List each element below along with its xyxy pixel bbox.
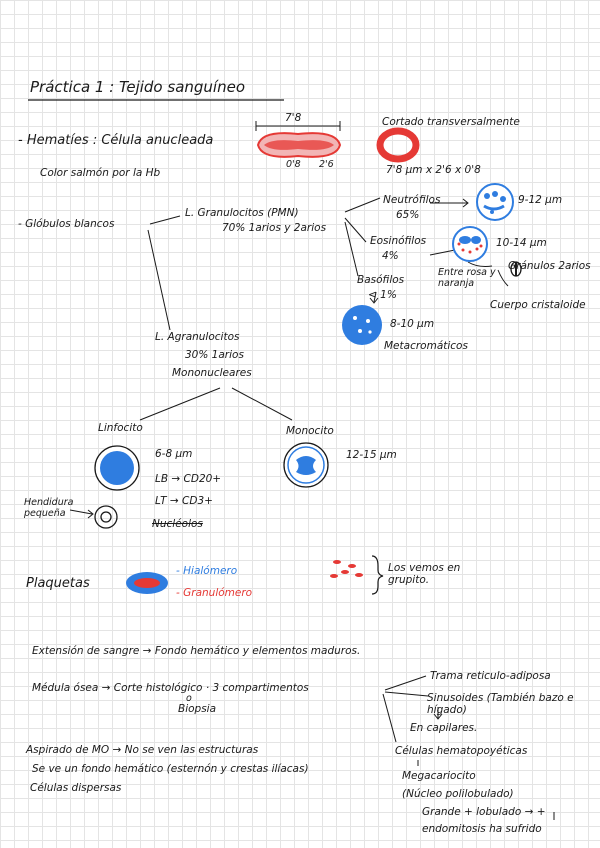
- hematopoyeticas-label: Células hematopoyéticas: [395, 745, 528, 757]
- eosinofilos-label: Eosinófilos: [370, 235, 427, 247]
- fondo-note: Se ve un fondo hemático (esternón y cres…: [32, 763, 309, 775]
- hialomero-label: - Hialómero: [176, 565, 238, 577]
- granulomero-label: - Granulómero: [176, 587, 253, 599]
- grupito-label: Los vemos en grupito.: [388, 562, 461, 587]
- hematie-color-text: Color salmón por la Hb: [40, 167, 161, 179]
- neutrofilos-size: 9-12 µm: [518, 194, 563, 206]
- extension-note: Extensión de sangre → Fondo hemático y e…: [32, 645, 361, 657]
- hendidura-label: Hendidura pequeña: [24, 497, 74, 519]
- hematie-size: 7'8 µm x 2'6 x 0'8: [386, 164, 481, 176]
- endomitosis-label: endomitosis ha sufrido: [422, 823, 542, 835]
- hematie-dim-bottom-right: 2'6: [319, 159, 334, 170]
- linfocito-size: 6-8 µm: [155, 448, 193, 460]
- hematie-dim-bottom-left: 0'8: [286, 159, 301, 170]
- sinusoides-label: Sinusoides (También bazo e hígado): [427, 692, 574, 717]
- neutrofilos-label: Neutrófilos: [383, 194, 441, 206]
- basofilo-drawing: [342, 305, 382, 345]
- linfocito-label: Linfocito: [98, 422, 143, 434]
- hematies-label: - Hematíes : Célula anucleada: [18, 133, 214, 148]
- plaquetas-grupito-drawing: [330, 560, 363, 578]
- neutrofilo-drawing: [476, 183, 514, 221]
- mononucleares-label: Mononucleares: [172, 367, 252, 379]
- granulocitos-pct: 70% 1arios y 2arios: [222, 222, 327, 234]
- lb-label: LB → CD20+: [155, 473, 222, 485]
- granulos-label: Gránulos 2arios: [508, 260, 591, 272]
- medula-note: Médula ósea → Corte histológico · 3 comp…: [32, 682, 309, 694]
- en-capilares-label: En capilares.: [410, 722, 478, 734]
- agranulocitos-pct: 30% 1arios: [185, 349, 244, 361]
- monocito-drawing: [283, 442, 329, 488]
- trama-label: Trama reticulo-adiposa: [430, 670, 551, 682]
- plaqueta-drawing: [126, 572, 168, 594]
- plaquetas-label: Plaquetas: [26, 576, 90, 591]
- dispersas-note: Células dispersas: [30, 782, 122, 794]
- granulocitos-label: L. Granulocitos (PMN): [185, 207, 299, 219]
- biopsia-label: Biopsia: [178, 703, 217, 715]
- hematie-dim-top: 7'8: [285, 112, 302, 124]
- aspirado-note: Aspirado de MO → No se ven las estructur…: [26, 744, 259, 756]
- agranulocitos-label: L. Agranulocitos: [155, 331, 240, 343]
- neutrofilos-pct: 65%: [396, 209, 420, 221]
- cuerpo-cristaloide-drawing: [510, 261, 522, 277]
- entre-rosa-label: Entre rosa y naranja: [438, 267, 496, 289]
- cross-section-label: Cortado transversalmente: [382, 116, 520, 128]
- basofilos-size: 8-10 µm: [390, 318, 435, 330]
- globulos-label: - Glóbulos blancos: [18, 218, 115, 230]
- linfocito-drawing: [94, 445, 140, 491]
- grande-label: Grande + lobulado → +: [422, 806, 546, 818]
- megacariocito-label: Megacariocito: [402, 770, 476, 782]
- eosinofilo-drawing: [452, 226, 488, 262]
- lt-label: LT → CD3+: [155, 495, 213, 507]
- nucleolos-label: Nucléolos: [152, 518, 203, 530]
- monocito-size: 12-15 µm: [346, 449, 397, 461]
- basofilos-label: Basófilos: [357, 274, 405, 286]
- hematie-side-drawing: [256, 132, 342, 158]
- eosinofilos-size: 10-14 µm: [496, 237, 547, 249]
- metacromaticos-label: Metacromáticos: [384, 340, 468, 352]
- basofilos-pct: < 1%: [368, 289, 397, 301]
- page-title: Práctica 1 : Tejido sanguíneo: [30, 78, 246, 96]
- nucleo-label: (Núcleo polilobulado): [402, 788, 514, 800]
- cuerpo-cristaloide-label: Cuerpo cristaloide: [490, 299, 586, 311]
- hematie-ring-drawing: [376, 127, 420, 163]
- eosinofilos-pct: 4%: [382, 250, 399, 262]
- linfocito-hendidura-drawing: [94, 505, 118, 529]
- monocito-label: Monocito: [286, 425, 334, 437]
- medula-o: o: [186, 693, 192, 704]
